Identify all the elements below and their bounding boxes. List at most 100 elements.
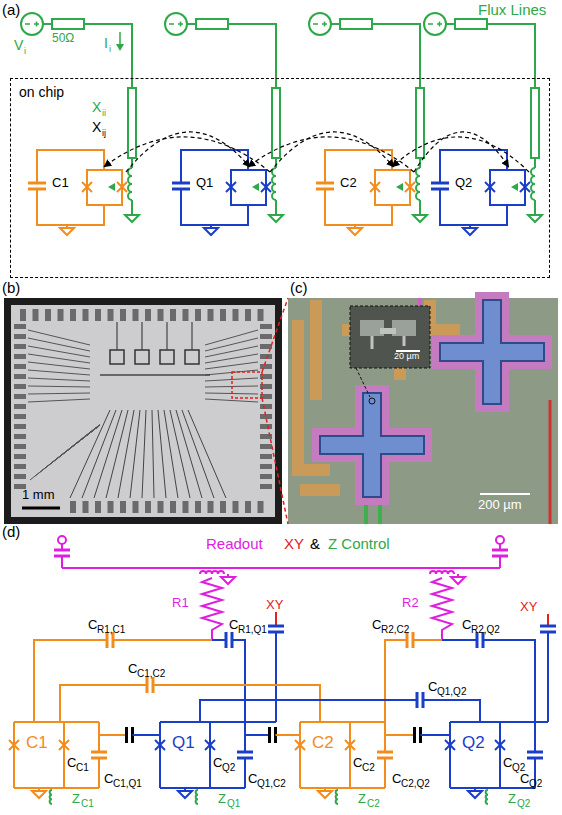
wire (445, 740, 455, 750)
voltage-source (424, 13, 446, 35)
rect-shape (45, 309, 51, 321)
wire (485, 182, 495, 192)
wire (82, 182, 92, 192)
wire (65, 425, 100, 452)
ground-symbol (348, 228, 362, 235)
wire (345, 740, 355, 750)
label: i (109, 45, 111, 54)
label: C2 (340, 176, 357, 189)
rect-shape (183, 501, 189, 513)
wire (155, 740, 165, 750)
wire (75, 425, 100, 444)
wire (370, 182, 380, 192)
wire (431, 182, 449, 185)
wire (492, 555, 508, 558)
ground-plane-trace (310, 300, 322, 400)
rect-shape (87, 170, 122, 205)
wire (232, 640, 245, 722)
wire (212, 639, 226, 641)
label: (a) (2, 2, 20, 17)
rect-shape (20, 309, 26, 321)
inductor-coil (196, 790, 198, 804)
label: XY (520, 600, 537, 613)
crosstalk-curve (393, 137, 529, 172)
label: C (372, 618, 381, 631)
ground-symbol (32, 791, 46, 798)
rect-shape (33, 309, 39, 321)
wire (94, 410, 122, 498)
wire (480, 493, 530, 495)
wire (226, 182, 236, 192)
crosstalk-curve (105, 137, 270, 172)
wire (125, 727, 128, 743)
wire (191, 322, 192, 350)
wire (98, 722, 100, 752)
rect-shape (531, 88, 539, 158)
label: C2 (312, 734, 334, 751)
label: X (92, 120, 101, 134)
rect-shape (245, 501, 251, 513)
rect-shape (135, 350, 149, 364)
rect-shape (260, 334, 272, 339)
wire (324, 22, 326, 27)
wire (35, 425, 100, 476)
label: C (392, 772, 401, 785)
rect-shape (260, 444, 272, 449)
rect-shape (108, 309, 114, 321)
wire (28, 386, 90, 387)
qubit-cross (320, 393, 424, 497)
inductor-coil (486, 790, 488, 804)
rect-shape (455, 19, 487, 29)
wire (181, 189, 248, 225)
label: C (462, 618, 471, 631)
wire (483, 640, 535, 722)
ground-symbol (204, 228, 218, 235)
zoom-line (262, 398, 288, 524)
wire (205, 399, 258, 402)
flux-arrow (396, 183, 403, 191)
ground-symbol (221, 577, 235, 584)
label: (c) (290, 280, 308, 295)
port (58, 536, 66, 544)
wire (499, 556, 501, 568)
rect-shape (14, 344, 26, 349)
rect-shape (220, 501, 226, 513)
wire (356, 368, 370, 397)
rect-shape (170, 309, 176, 321)
wire (295, 740, 305, 750)
wire (60, 685, 147, 722)
label: Q1,C2 (257, 779, 286, 789)
wire (540, 625, 556, 628)
crosstalk-curve (414, 132, 508, 172)
wire (449, 722, 451, 788)
rect-shape (120, 309, 126, 321)
wire (158, 410, 166, 498)
wire (384, 758, 386, 788)
wire (268, 727, 271, 743)
wire (527, 751, 543, 754)
wire (98, 758, 100, 788)
label: C1 (52, 176, 69, 189)
label: R1 (172, 596, 189, 609)
wire (231, 632, 234, 648)
wire (22, 507, 60, 510)
rect-shape (14, 364, 26, 369)
rect-shape (260, 324, 272, 329)
rect-shape (375, 170, 410, 205)
label: C (503, 756, 512, 769)
label: C2 (362, 763, 375, 773)
rect-shape (14, 464, 26, 469)
label: Q1 (227, 799, 240, 809)
wire (364, 505, 368, 524)
rect-shape (196, 19, 228, 29)
label: C (520, 772, 529, 785)
wire (385, 640, 407, 722)
wire (28, 393, 90, 394)
wire (349, 722, 351, 788)
rect-shape (145, 309, 151, 321)
label: Q1 (196, 176, 213, 189)
label: C1,Q1 (113, 779, 142, 789)
label: C1,C2 (137, 669, 165, 679)
rect-shape (233, 501, 239, 513)
wire (70, 410, 110, 498)
